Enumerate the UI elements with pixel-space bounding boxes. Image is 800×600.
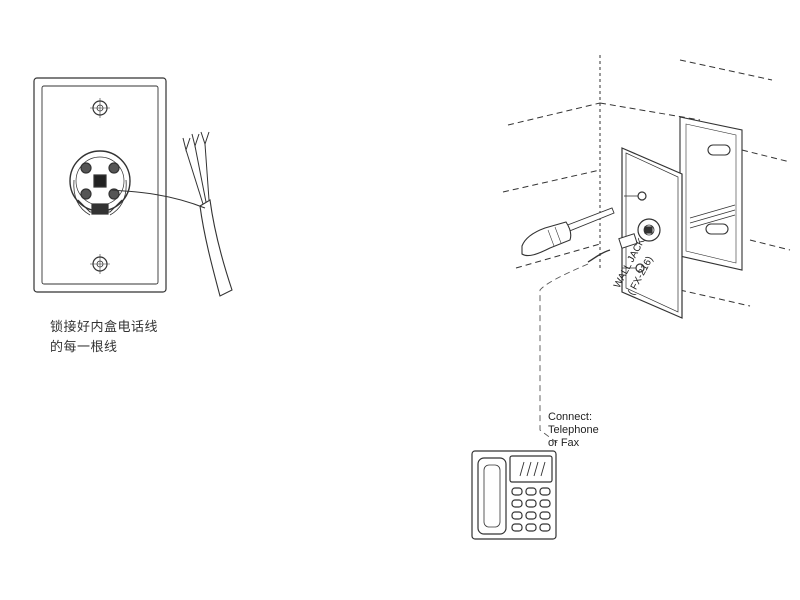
telephone-keypad bbox=[511, 487, 551, 532]
wire-2 bbox=[194, 145, 207, 203]
wall-plate-back-view bbox=[33, 77, 233, 297]
plate-screw-top-icon bbox=[624, 191, 647, 201]
instruction-text-line-1: 锁接好内盒电话线 bbox=[50, 320, 159, 335]
spade-lug-2 bbox=[191, 133, 200, 148]
top-screw-icon bbox=[90, 98, 110, 118]
bottom-screw-icon bbox=[90, 254, 110, 274]
wall-plate-outer bbox=[33, 77, 167, 293]
instruction-text-line-2: 的每一根线 bbox=[50, 340, 118, 355]
terminal-block bbox=[69, 150, 131, 216]
connect-label-line-3: or Fax bbox=[548, 437, 580, 449]
terminal-wire bbox=[111, 189, 206, 209]
dashed-phone-cord bbox=[539, 263, 589, 446]
phone-cable bbox=[199, 199, 233, 297]
screwdriver-icon bbox=[521, 207, 615, 257]
wire-1 bbox=[185, 149, 204, 205]
telephone-icon bbox=[471, 450, 557, 540]
electrical-box bbox=[679, 116, 743, 271]
wall-corner bbox=[502, 55, 791, 307]
plate-screw-bottom-icon bbox=[622, 263, 645, 273]
wire-3 bbox=[204, 143, 210, 201]
connect-label-line-2: Telephone bbox=[548, 424, 599, 436]
wall-plate-inner bbox=[41, 85, 159, 285]
rj-plug-icon bbox=[587, 233, 638, 263]
spade-lug-3 bbox=[200, 131, 210, 146]
connect-label-line-1: Connect: bbox=[548, 411, 593, 423]
wall-jack-plate bbox=[621, 147, 683, 319]
spade-lug-1 bbox=[182, 137, 191, 152]
